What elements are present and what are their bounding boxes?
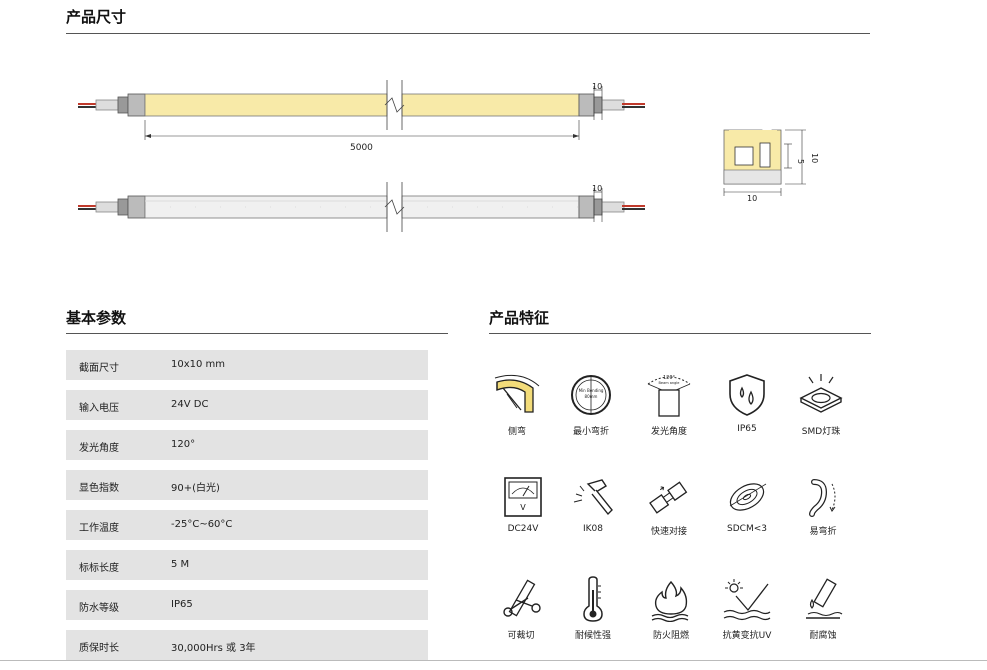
- spec-label: 质保时长: [79, 643, 119, 654]
- feature-label: 侧弯: [507, 427, 526, 437]
- spec-value: 120°: [171, 439, 196, 450]
- feature-sdcm: SDCM<3: [707, 476, 787, 534]
- features-section-title: 产品特征: [489, 309, 550, 327]
- spec-label: 发光角度: [79, 443, 119, 454]
- product-dimension-drawing: 10 5000 10: [78, 80, 819, 232]
- feature-label: 最小弯折: [572, 427, 609, 437]
- feature-label: 耐腐蚀: [809, 631, 837, 641]
- feature-label: SMD灯珠: [801, 427, 841, 437]
- spec-value: 24V DC: [171, 399, 209, 410]
- svg-text:80mm: 80mm: [585, 394, 598, 399]
- smd-chip-icon: [799, 374, 843, 413]
- feature-smd: SMD灯珠: [781, 372, 861, 437]
- end-width-dim-bottom: 10: [592, 184, 602, 193]
- feature-dc24v: V DC24V: [483, 476, 563, 534]
- min-bend-icon: Min Bending 80mm: [571, 375, 611, 415]
- feature-label: 耐候性强: [574, 631, 611, 641]
- spec-row: 发光角度 120°: [66, 430, 428, 460]
- feature-label: 发光角度: [650, 427, 687, 437]
- page-bottom-rule: [0, 660, 987, 661]
- voltmeter-icon: V: [504, 477, 542, 517]
- feature-ip65: IP65: [707, 372, 787, 434]
- feature-label: 防火阻燃: [652, 631, 689, 641]
- cuttable-icon: [503, 579, 541, 617]
- feature-label: IK08: [582, 524, 603, 534]
- spec-value: 10x10 mm: [171, 359, 226, 370]
- feature-cuttable: 可裁切: [481, 578, 561, 641]
- spec-label: 输入电压: [79, 403, 119, 414]
- cross-section-drawing: 10 5 10: [723, 129, 819, 203]
- spec-row: 标标长度 5 M: [66, 550, 428, 580]
- spec-label: 防水等级: [79, 603, 119, 614]
- spec-row: 防水等级 IP65: [66, 590, 428, 620]
- waterproof-shield-icon: [729, 374, 765, 416]
- spec-row: 质保时长 30,000Hrs 或 3年: [66, 630, 428, 660]
- feature-label: 抗黄变抗UV: [722, 631, 772, 641]
- feature-label: 易弯折: [809, 527, 837, 537]
- unlit-strip-drawing: 10: [78, 182, 645, 232]
- feature-corrosion: 耐腐蚀: [783, 578, 863, 641]
- quick-connect-icon: [649, 481, 688, 514]
- spec-label: 工作温度: [79, 523, 119, 534]
- end-width-dim-top: 10: [592, 82, 602, 91]
- spec-row: 截面尺寸 10x10 mm: [66, 350, 428, 380]
- svg-text:V: V: [520, 503, 526, 512]
- easy-bend-icon: [809, 479, 836, 517]
- feature-label: DC24V: [507, 524, 539, 534]
- feature-ik08: IK08: [553, 476, 633, 534]
- section-height-dim: 10: [810, 153, 819, 163]
- spec-label: 标标长度: [79, 563, 119, 574]
- spec-label: 截面尺寸: [79, 363, 119, 374]
- anti-uv-icon: [723, 579, 771, 621]
- length-dimension-label: 5000: [350, 143, 373, 153]
- fire-retardant-icon: [651, 580, 689, 622]
- features-title-rule: [489, 333, 871, 334]
- corrosion-resistant-icon: [806, 578, 843, 619]
- feature-weather-resistant: 耐候性强: [553, 576, 633, 641]
- feature-label: IP65: [737, 424, 757, 434]
- feature-label: 可裁切: [507, 631, 535, 641]
- spec-value: 30,000Hrs 或 3年: [171, 643, 256, 654]
- params-section-title: 基本参数: [66, 309, 127, 327]
- spec-table: 截面尺寸 10x10 mm 输入电压 24V DC 发光角度 120° 显色指数…: [66, 350, 428, 670]
- spec-value: 90+(白光): [171, 483, 220, 494]
- lit-strip-drawing: 10 5000: [78, 80, 645, 153]
- spec-value: -25°C~60°C: [171, 519, 233, 530]
- thermometer-icon: [583, 576, 603, 622]
- spec-row: 显色指数 90+(白光): [66, 470, 428, 500]
- sdcm-icon: [729, 483, 767, 511]
- spec-label: 显色指数: [79, 483, 119, 494]
- svg-text:Beam angle: Beam angle: [659, 381, 680, 385]
- side-bend-icon: [494, 374, 540, 413]
- feature-anti-uv: 抗黄变抗UV: [707, 578, 787, 641]
- dimensions-section-title: 产品尺寸: [66, 8, 127, 26]
- beam-angle-icon: 120° Beam angle: [647, 375, 691, 417]
- feature-beam-angle: 120° Beam angle 发光角度: [629, 370, 709, 437]
- feature-quick-connect: 快速对接: [629, 476, 709, 537]
- hammer-icon: [573, 479, 613, 516]
- spec-row: 工作温度 -25°C~60°C: [66, 510, 428, 540]
- section-inner-dim: 5: [796, 159, 805, 164]
- feature-fire-retardant: 防火阻燃: [631, 578, 711, 641]
- feature-easy-bend: 易弯折: [783, 476, 863, 537]
- feature-side-bend: 侧弯: [477, 372, 557, 437]
- feature-min-bend: Min Bending 80mm 最小弯折: [551, 372, 631, 437]
- params-title-rule: [66, 333, 448, 334]
- feature-label: SDCM<3: [727, 524, 767, 534]
- spec-value: IP65: [171, 599, 193, 610]
- spec-value: 5 M: [171, 559, 190, 570]
- svg-text:Min Bending: Min Bending: [579, 388, 604, 393]
- section-width-dim: 10: [747, 194, 757, 203]
- dimensions-title-rule: [66, 33, 870, 34]
- feature-label: 快速对接: [650, 527, 687, 537]
- spec-row: 输入电压 24V DC: [66, 390, 428, 420]
- svg-text:120°: 120°: [663, 375, 676, 381]
